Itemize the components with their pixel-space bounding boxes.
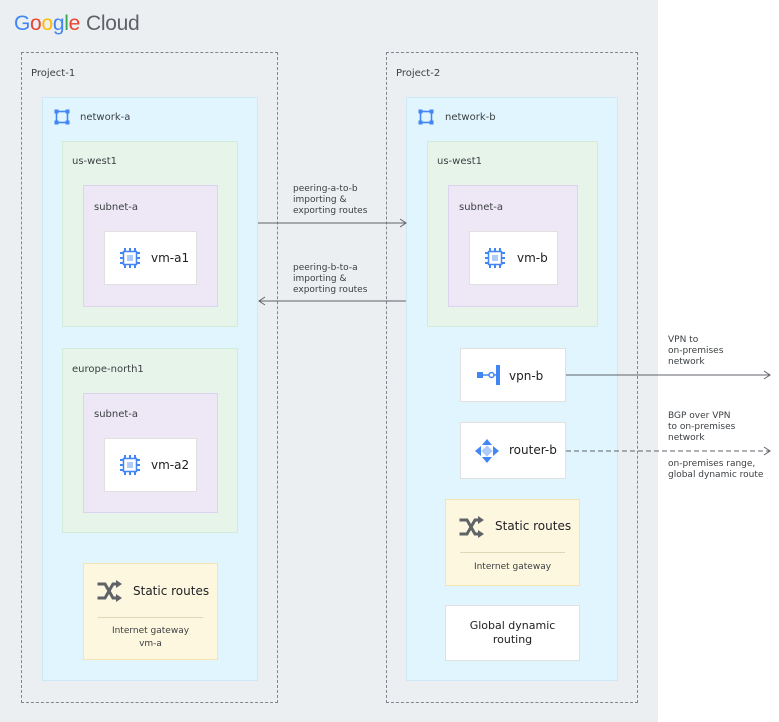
vpn-icon: [477, 365, 500, 385]
network-b-label: network-b: [445, 112, 496, 123]
routes-entry: Internet gateway: [473, 562, 552, 572]
static-routes-title: Static routes: [133, 584, 210, 598]
vm-a2-label: vm-a2: [151, 458, 190, 472]
global-dynamic-routing-label: Global dynamic routing: [469, 619, 556, 646]
project-1: [21, 52, 278, 703]
peering-a-to-b-label: peering-a-to-b importing & exporting rou…: [293, 184, 368, 216]
divider: [460, 552, 565, 553]
subnet-label: subnet-a: [94, 202, 139, 213]
logo-cloud-text: Cloud: [85, 12, 140, 35]
project-2: [386, 52, 638, 703]
region-label: us-west1: [437, 156, 482, 167]
peering-b-to-a-label: peering-b-to-a importing & exporting rou…: [293, 263, 368, 295]
divider: [98, 617, 203, 618]
logo-letter-o1: o: [30, 12, 42, 35]
logo-letter-g: G: [14, 12, 31, 35]
vm-a2-card[interactable]: [104, 438, 197, 492]
global-dynamic-routing[interactable]: [445, 605, 580, 661]
region-label: europe-north1: [72, 364, 144, 375]
vpn-b-label: vpn-b: [509, 369, 544, 383]
network-a-label: network-a: [80, 112, 131, 123]
logo-letter-o2: o: [41, 12, 53, 35]
region-label: us-west1: [72, 156, 117, 167]
static-routes-a[interactable]: [83, 563, 218, 660]
compute-engine-icon: [485, 248, 505, 268]
logo-letter-e: e: [68, 12, 81, 35]
logo-letter-g2: g: [52, 12, 65, 35]
compute-engine-icon: [120, 455, 140, 475]
routes-entry: Internet gateway: [111, 626, 190, 636]
static-routes-icon: [459, 516, 484, 538]
project-2-label: Project-2: [396, 68, 441, 79]
compute-engine-icon: [120, 248, 140, 268]
bgp-note: BGP over VPN to on-premises network: [668, 411, 736, 443]
range-note: on-premises range, global dynamic route: [668, 459, 764, 480]
subnet-label: subnet-a: [94, 409, 139, 420]
routes-entry: vm-a: [139, 639, 162, 649]
router-icon: [475, 439, 499, 463]
vm-b-label: vm-b: [517, 251, 548, 265]
router-b-label: router-b: [509, 443, 557, 457]
network-icon: [54, 109, 70, 125]
network-icon: [418, 109, 434, 125]
vm-a1-label: vm-a1: [151, 251, 190, 265]
subnet-label: subnet-a: [459, 202, 504, 213]
vm-b-card[interactable]: [469, 231, 558, 285]
logo-letter-l: l: [64, 12, 69, 35]
static-routes-b[interactable]: [445, 499, 580, 586]
vpn-note: VPN to on-premises network: [668, 335, 724, 367]
static-routes-title: Static routes: [495, 519, 572, 533]
static-routes-icon: [97, 580, 122, 602]
project-1-label: Project-1: [31, 68, 76, 79]
vm-a1-card[interactable]: [104, 231, 197, 285]
